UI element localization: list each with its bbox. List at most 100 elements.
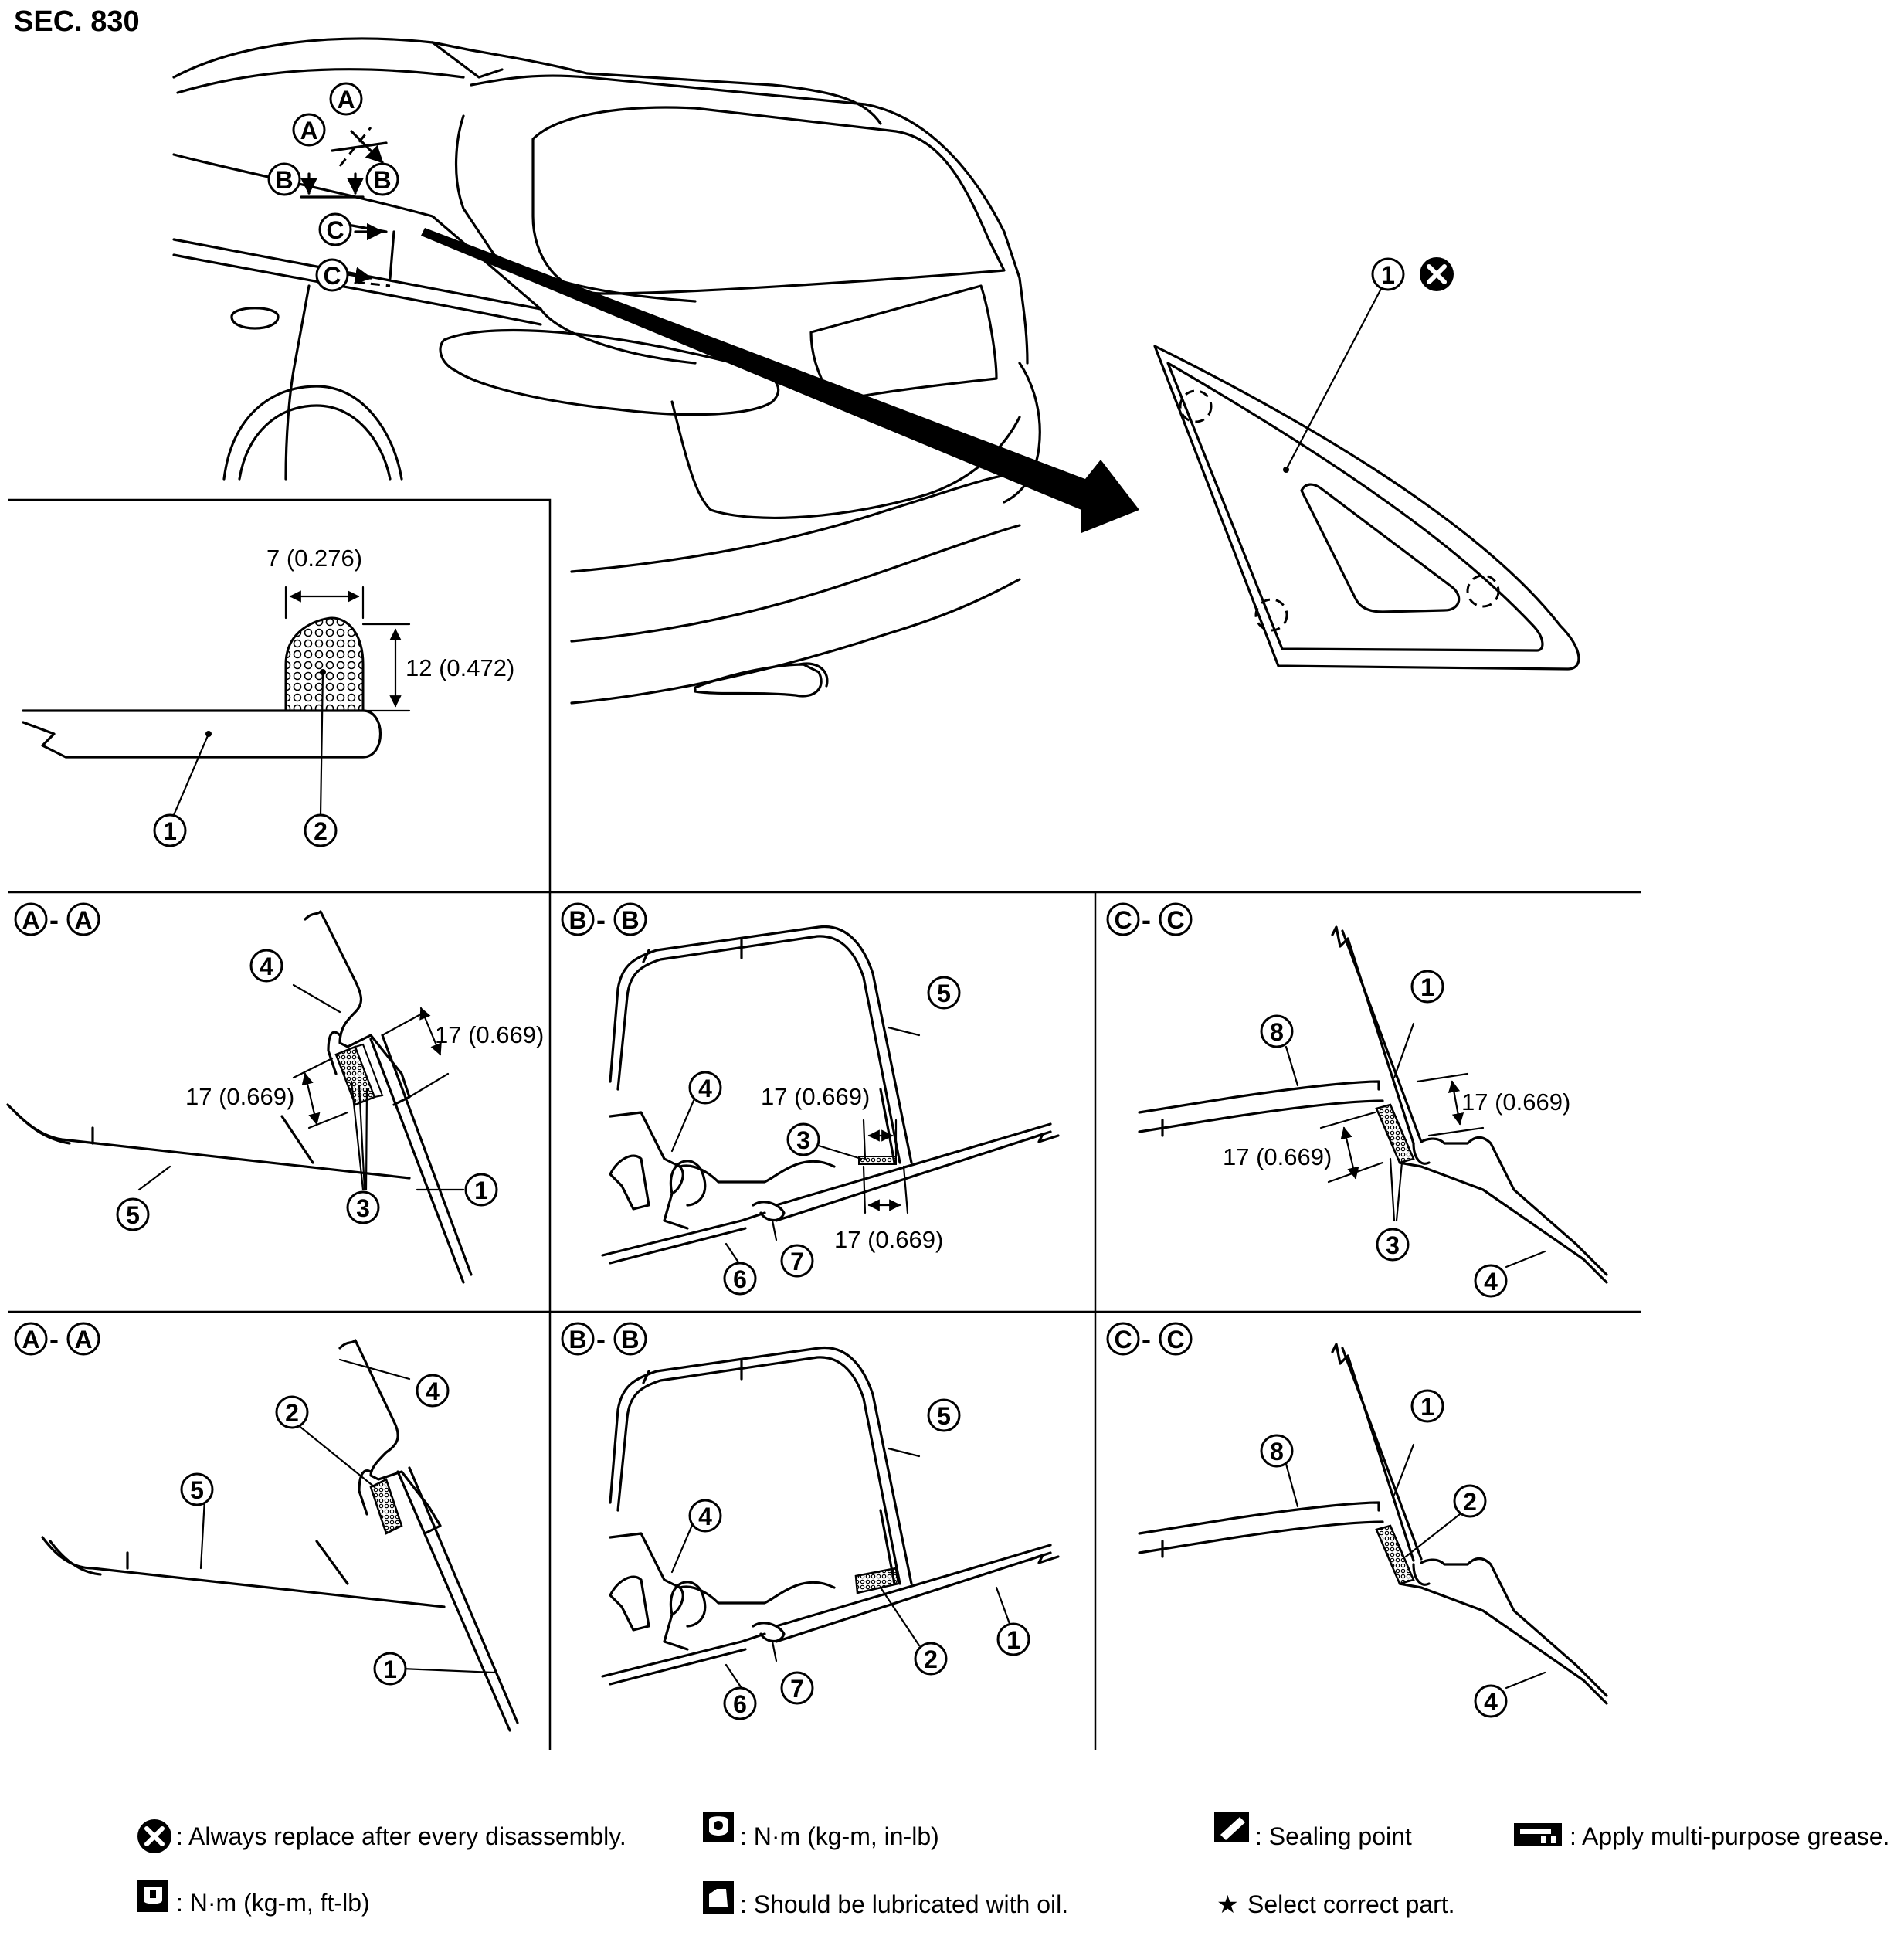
section-c-c-with-spacers	[1138, 925, 1608, 1284]
callout-b-2	[365, 162, 399, 196]
legend-oil-text: : Should be lubricated with oil.	[740, 1890, 1068, 1918]
dim-b-b-bottom: 17 (0.669)	[834, 1226, 943, 1253]
callout-c-1-text: C	[326, 216, 344, 244]
dim-a-a-top: 17 (0.669)	[435, 1021, 544, 1048]
section-headers: A - A B - B C - C A - A B - B C - C	[14, 902, 1193, 1356]
clip-marker-2	[1254, 598, 1288, 632]
callout-part-2-detail	[304, 813, 338, 847]
callout-a-1-text: A	[337, 86, 355, 114]
dim-b-b-top: 17 (0.669)	[761, 1083, 870, 1110]
callout-a-1	[329, 82, 363, 116]
header-b-b-1-right: B	[621, 906, 639, 934]
legend-replace-text: : Always replace after every disassembly…	[176, 1822, 626, 1850]
callout-a-2	[292, 113, 326, 147]
legend: : Always replace after every disassembly…	[137, 1812, 1889, 1918]
callout-c-2-text: C	[323, 262, 341, 290]
callout-b-b-1-part-7: 7	[790, 1248, 804, 1275]
section-label: SEC. 830	[14, 5, 140, 38]
callout-part-1-glass	[1371, 257, 1405, 291]
callout-a-a-1-part-4: 4	[260, 953, 273, 980]
section-a-a-with-spacers	[6, 910, 473, 1284]
callout-b-1	[267, 162, 301, 196]
callout-c-c-1-part-4: 4	[1484, 1268, 1498, 1296]
callout-c-2	[315, 258, 349, 292]
svg-text:-: -	[49, 904, 59, 936]
callout-part-1-detail	[153, 813, 187, 847]
callout-b-b-1-part-4: 4	[698, 1075, 712, 1102]
section-b-b-with-sealant	[601, 1346, 1060, 1690]
legend-torque-ft-text: : N·m (kg-m, ft-lb)	[176, 1889, 370, 1917]
callout-a-a-2-part-1: 1	[383, 1656, 397, 1683]
quarter-glass-illustration: 1	[1153, 257, 1580, 671]
header-a-a-2-right: A	[74, 1326, 92, 1353]
header-b-b-2-left: B	[568, 1326, 586, 1353]
callout-c-c-2-part-4: 4	[1484, 1688, 1498, 1716]
dim-c-c-left: 17 (0.669)	[1223, 1143, 1332, 1170]
callout-b-b-1-part-6: 6	[733, 1265, 747, 1293]
star-icon: ★	[1217, 1890, 1239, 1918]
callout-b-b-2-part-6: 6	[733, 1690, 747, 1718]
svg-text:1: 1	[1381, 261, 1395, 289]
legend-torque-in-text: : N·m (kg-m, in-lb)	[740, 1822, 939, 1850]
callout-a-a-1-part-5: 5	[126, 1201, 140, 1229]
callout-b-b-2-part-2: 2	[924, 1645, 938, 1673]
section-c-c-with-sealant	[1138, 1343, 1608, 1705]
svg-text:-: -	[596, 1323, 606, 1355]
callout-a-a-1-part-3: 3	[356, 1194, 370, 1222]
panel-frame	[8, 498, 1641, 1750]
sealing-point-icon	[1214, 1812, 1249, 1842]
grease-icon	[1514, 1823, 1562, 1846]
header-b-b-2-right: B	[621, 1326, 639, 1353]
header-a-a-1-right: A	[74, 906, 92, 934]
sealant-bead-detail: 1 2	[22, 586, 411, 847]
svg-text:-: -	[1142, 904, 1151, 936]
header-b-b-1-left: B	[568, 906, 586, 934]
dim-c-c-right: 17 (0.669)	[1461, 1088, 1570, 1116]
callout-c-c-1-part-8: 8	[1270, 1018, 1284, 1046]
dim-height: 12 (0.472)	[406, 654, 514, 681]
callout-c-c-2-part-8: 8	[1270, 1438, 1284, 1465]
header-c-c-2-left: C	[1114, 1326, 1132, 1353]
callout-a-a-1-part-1: 1	[474, 1177, 488, 1204]
callout-c-c-2-part-2: 2	[1463, 1488, 1477, 1516]
svg-text:1: 1	[163, 817, 177, 845]
callout-c-c-1-part-3: 3	[1386, 1231, 1400, 1259]
callout-b-1-text: B	[275, 166, 293, 194]
callout-a-a-2-part-4: 4	[426, 1377, 440, 1405]
callout-b-b-2-part-7: 7	[790, 1675, 804, 1703]
legend-grease-text: : Apply multi-purpose grease.	[1570, 1822, 1889, 1850]
callout-b-b-2-part-4: 4	[698, 1503, 712, 1530]
callout-c-c-1-part-1: 1	[1420, 973, 1434, 1001]
header-c-c-2-right: C	[1166, 1326, 1184, 1353]
svg-text:2: 2	[314, 817, 328, 845]
dim-a-a-left: 17 (0.669)	[185, 1083, 294, 1110]
section-callouts: A A B B C C	[267, 82, 399, 292]
clip-marker-1	[1179, 389, 1213, 423]
legend-sealing-text: : Sealing point	[1255, 1822, 1412, 1850]
clip-marker-3	[1466, 574, 1500, 608]
header-a-a-2-left: A	[22, 1326, 39, 1353]
torque-wrench-icon-ft-lb	[137, 1880, 168, 1912]
callout-b-b-1-part-5: 5	[937, 980, 951, 1007]
header-c-c-1-left: C	[1114, 906, 1132, 934]
torque-wrench-icon-in-lb	[703, 1812, 734, 1842]
callout-c-1	[318, 212, 352, 246]
section-a-a-with-sealant	[41, 1339, 519, 1732]
callout-b-b-2-part-1: 1	[1006, 1626, 1020, 1654]
callout-a-a-2-part-5: 5	[190, 1476, 204, 1504]
svg-text:-: -	[49, 1323, 59, 1355]
header-c-c-1-right: C	[1166, 906, 1184, 934]
oil-can-icon	[703, 1881, 734, 1914]
svg-text:-: -	[596, 904, 606, 936]
callout-c-c-2-part-1: 1	[1420, 1393, 1434, 1421]
callout-a-2-text: A	[300, 117, 317, 144]
vehicle-rear-illustration	[172, 37, 1139, 705]
section-b-b-with-spacers	[601, 925, 1060, 1268]
dim-width: 7 (0.276)	[266, 545, 362, 572]
callout-b-b-1-part-3: 3	[796, 1126, 810, 1154]
callout-b-2-text: B	[373, 166, 391, 194]
legend-select-text: Select correct part.	[1247, 1890, 1455, 1918]
header-a-a-1-left: A	[22, 906, 39, 934]
